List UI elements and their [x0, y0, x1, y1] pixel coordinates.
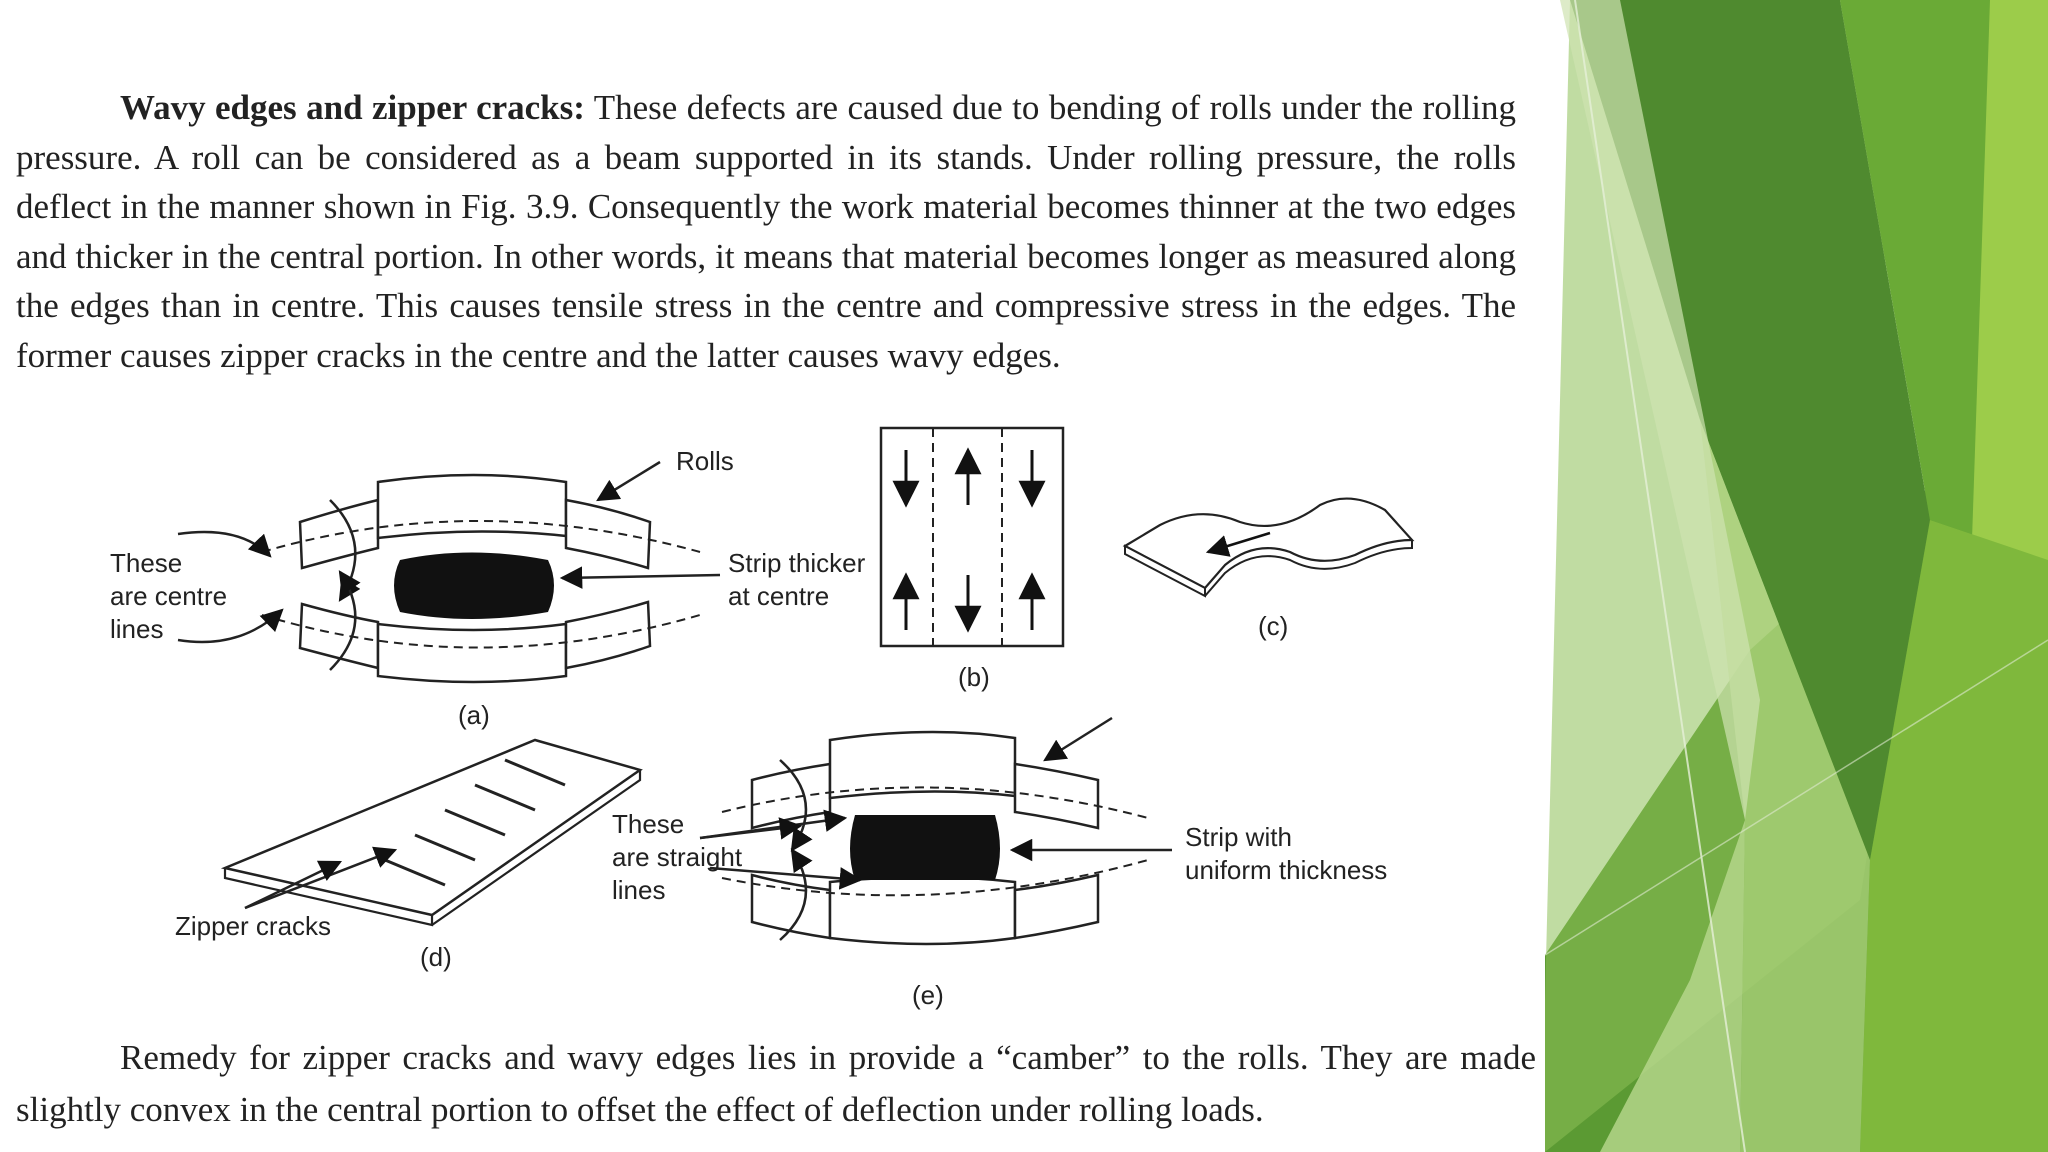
- figure-e-straight-lines-label-3: lines: [612, 875, 665, 905]
- figure-d-zipper-crack-strip: [220, 738, 643, 927]
- figure-d-caption: (d): [420, 942, 452, 972]
- figure-e-straight-lines-label-1: These: [612, 809, 684, 839]
- figure-e-caption: (e): [912, 980, 944, 1010]
- figure-a-rolls-label: Rolls: [676, 446, 734, 476]
- figure-b-stress-diagram: [879, 426, 1065, 648]
- figure-a-centre-lines-label-3: lines: [110, 614, 163, 644]
- figure-a-strip: [394, 552, 554, 619]
- figure-a-caption: (a): [458, 700, 490, 730]
- figure-e-strip-label-2: uniform thickness: [1185, 855, 1387, 885]
- paragraph-body: These defects are caused due to bending …: [16, 88, 1516, 375]
- figure-b-caption: (b): [958, 662, 990, 692]
- figure-a-strip-label-1: Strip thicker: [728, 548, 866, 578]
- figure-a-strip-label-2: at centre: [728, 581, 829, 611]
- paragraph-remedy-body: Remedy for zipper cracks and wavy edges …: [16, 1038, 1536, 1129]
- figure-e-straight-lines-label-2: are straight: [612, 842, 743, 872]
- figure-e-cambered-rolls: [750, 730, 1100, 946]
- paragraph-heading: Wavy edges and zipper cracks:: [120, 88, 585, 127]
- figure-a-centre-lines-label-2: are centre: [110, 581, 227, 611]
- figure-c-wavy-strip: [1122, 497, 1415, 598]
- paragraph-wavy-edges: Wavy edges and zipper cracks: These defe…: [16, 83, 1516, 380]
- figure-e-strip-label-1: Strip with: [1185, 822, 1292, 852]
- paragraph-remedy: Remedy for zipper cracks and wavy edges …: [16, 1032, 1536, 1136]
- figure-d-label: Zipper cracks: [175, 911, 331, 941]
- figure-e-strip: [850, 815, 1000, 880]
- figure-c-caption: (c): [1258, 611, 1288, 641]
- figure-a-centre-lines-label-1: These: [110, 548, 182, 578]
